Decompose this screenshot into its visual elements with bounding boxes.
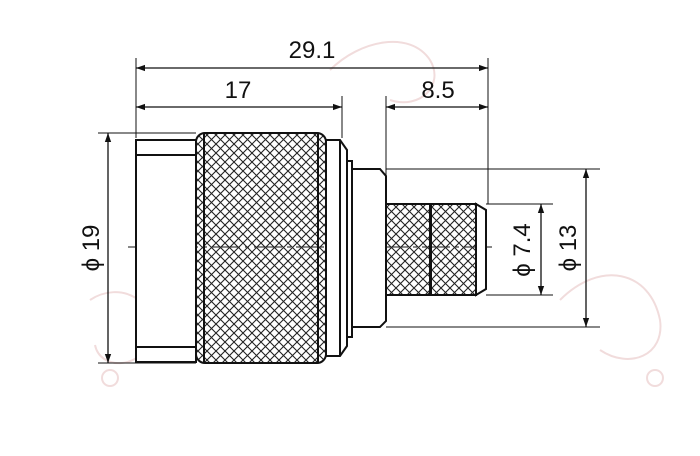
crimp-knurl-1 bbox=[385, 203, 431, 296]
crimp-tip bbox=[475, 202, 487, 297]
crimp-knurl-2 bbox=[430, 203, 477, 296]
dim-ferrule-diameter: ϕ 13 bbox=[555, 225, 582, 272]
dim-body-diameter: ϕ 19 bbox=[78, 225, 105, 272]
connector-body bbox=[135, 132, 487, 364]
ferrule-body bbox=[351, 168, 387, 328]
dim-crimp-diameter: ϕ 7.4 bbox=[509, 223, 536, 276]
dimension-lines bbox=[104, 64, 590, 363]
dim-overall-length: 29.1 bbox=[289, 37, 336, 64]
dim-body-length: 17 bbox=[225, 77, 252, 104]
extension-lines bbox=[98, 58, 600, 364]
dim-crimp-length: 8.5 bbox=[421, 77, 454, 104]
front-sleeve bbox=[135, 139, 197, 363]
rear-collar bbox=[325, 139, 348, 357]
knurled-nut bbox=[195, 132, 327, 364]
